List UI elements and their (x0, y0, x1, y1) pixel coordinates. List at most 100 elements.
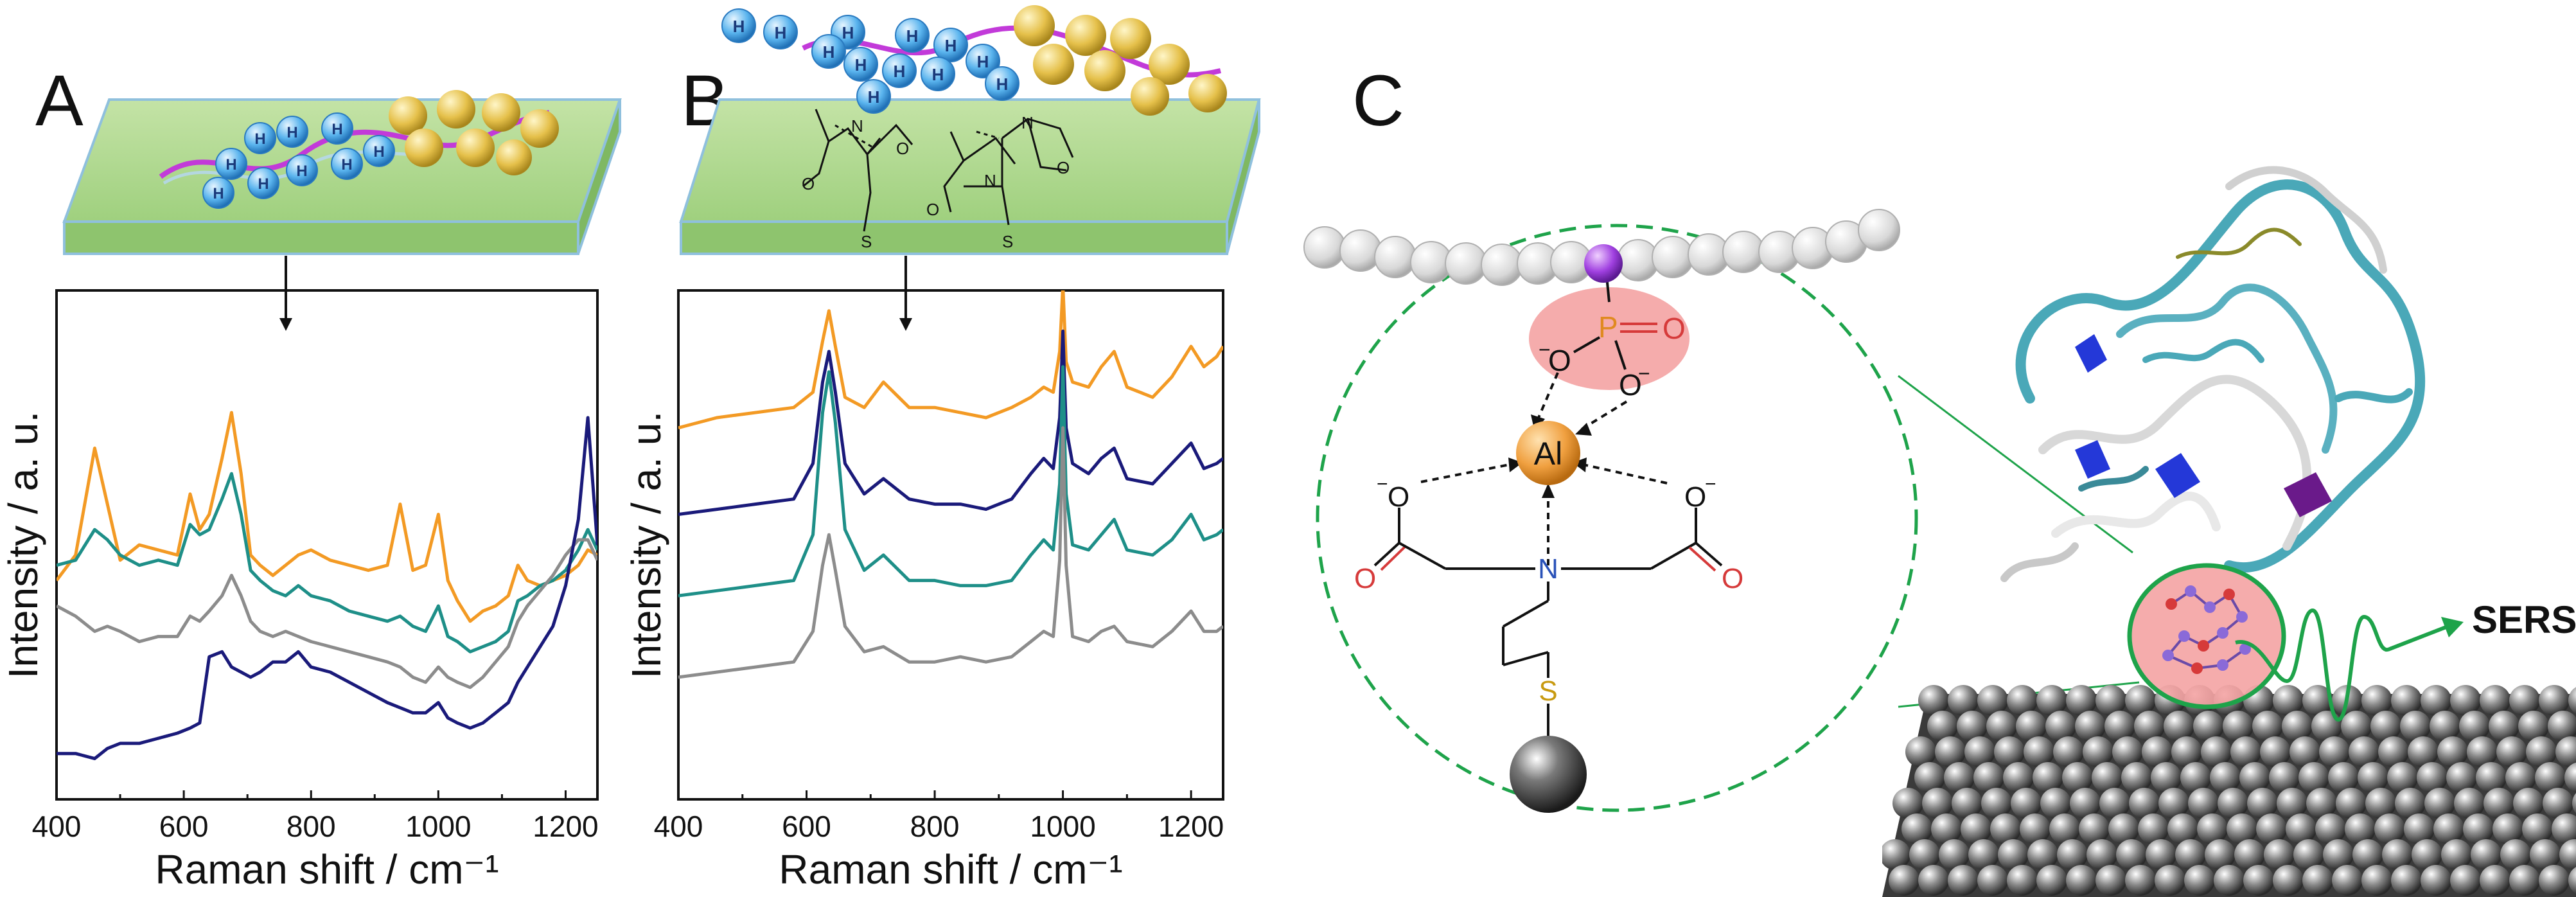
surface-atom (2387, 762, 2418, 793)
surface-atom (2036, 685, 2067, 716)
sers-label: SERS (2472, 598, 2576, 641)
surface-atom (1998, 839, 2029, 870)
surface-atom (2559, 839, 2576, 870)
surface-atom (2500, 839, 2531, 870)
surface-atom (2302, 685, 2333, 716)
chain-bead (1374, 236, 1416, 278)
surface-atom (1977, 685, 2008, 716)
surface-atom (2175, 839, 2206, 870)
surface-atom (2003, 762, 2034, 793)
hydrophobic-bead-label: H (254, 130, 265, 148)
hydrophobic-bead-label: H (331, 121, 342, 138)
surface-atom (2210, 762, 2241, 793)
surface-atom (2095, 865, 2126, 896)
chart-a-tick-label: 1000 (405, 810, 471, 843)
chart-b-series-orange (678, 290, 1223, 430)
chain-bead (1652, 236, 1694, 278)
hydrophobic-bead-label: H (341, 156, 352, 173)
surface-atom (2483, 788, 2514, 819)
hydrophobic-bead: H (363, 135, 395, 167)
surface-atom (2555, 736, 2576, 767)
binding-site-highlight (2127, 563, 2286, 709)
svg-text:N: N (1021, 113, 1034, 132)
ligand-o-left-top: O (1388, 481, 1409, 513)
surface-atom (2463, 813, 2494, 844)
chart-a-ylabel: Intensity / a. u. (0, 411, 46, 679)
protein-ribbon (2000, 166, 2426, 582)
surface-atom (2205, 839, 2236, 870)
surface-atom (1981, 788, 2012, 819)
surface-atom (2027, 839, 2058, 870)
panel-letter-a: A (35, 60, 84, 141)
surface-atom (2412, 839, 2442, 870)
hydrophobic-bead: H (721, 8, 756, 43)
surface-atom (2332, 865, 2363, 896)
hydrophobic-bead-label: H (932, 65, 944, 84)
surface-atom (2349, 736, 2379, 767)
surface-atom (1957, 711, 1988, 742)
surface-atom (1918, 685, 1949, 716)
chain-bead (1481, 244, 1523, 286)
surface-atom (1964, 736, 1995, 767)
surface-atom (1927, 711, 1958, 742)
surface-atom (2134, 711, 2165, 742)
ligand-o-left-top-charge: − (1377, 474, 1388, 495)
surface-atom (2033, 762, 2063, 793)
surface-atom (2116, 839, 2147, 870)
chart-b-frame (677, 289, 1224, 801)
surface-atom (1961, 813, 1991, 844)
phosphate-o-bottom-charge: − (1638, 362, 1650, 385)
phosphate-group: P O O − O − (1529, 244, 1689, 402)
molecule-atom (2185, 585, 2196, 597)
surface-atom (2184, 865, 2215, 896)
surface-atom (2151, 762, 2182, 793)
hydrophobic-bead-label: H (894, 62, 906, 81)
panel-c: P O O − O − Al (1303, 166, 2576, 897)
surface-atom (2430, 711, 2460, 742)
aluminum-label: Al (1534, 436, 1562, 472)
phosphate-o-left-charge: − (1539, 338, 1551, 361)
hydrophobic-bead: H (966, 44, 1000, 78)
surface-atom (2289, 736, 2320, 767)
surface-atom (1909, 839, 1940, 870)
ligand-sulfur: S (1539, 675, 1557, 707)
chart-a-tick-label: 400 (32, 810, 82, 843)
phosphate-o-left: O (1548, 344, 1571, 377)
gold-beads-a (389, 90, 559, 175)
surface-atom (2104, 711, 2135, 742)
surface-atom (2016, 711, 2047, 742)
molecule-atom (2178, 630, 2190, 642)
hydrophobic-bead: H (856, 79, 891, 114)
chart-a-series-teal (57, 472, 597, 653)
panel-letter-c: C (1352, 60, 1404, 141)
surface-atom (2336, 788, 2367, 819)
surface-atom (2171, 736, 2202, 767)
chart-b-tick-label: 400 (654, 810, 703, 843)
svg-text:O: O (1057, 158, 1070, 177)
surface-atom (2315, 813, 2346, 844)
hydrophobic-bead: H (286, 154, 318, 186)
surface-atom (2492, 813, 2523, 844)
surface-atom (2286, 813, 2316, 844)
surface-atom (2539, 865, 2570, 896)
hydrophobic-bead: H (933, 28, 968, 62)
phosphate-o-double: O (1663, 312, 1686, 345)
molecule-atom (2162, 650, 2174, 661)
ligand-o-right-bottom: O (1722, 563, 1743, 594)
surface-atom (2180, 762, 2211, 793)
surface-atom (2522, 813, 2553, 844)
phosphate-highlight (1529, 287, 1689, 390)
surface-atom (2505, 762, 2536, 793)
hydrophobic-bead-label: H (977, 52, 989, 71)
surface-atom (2158, 788, 2189, 819)
surface-atom (2450, 685, 2481, 716)
surface-atom (2421, 865, 2451, 896)
svg-text:O: O (926, 200, 939, 219)
chain-bead (1858, 209, 1900, 251)
molecule-atom (2191, 662, 2203, 674)
surface-atom (2306, 788, 2337, 819)
